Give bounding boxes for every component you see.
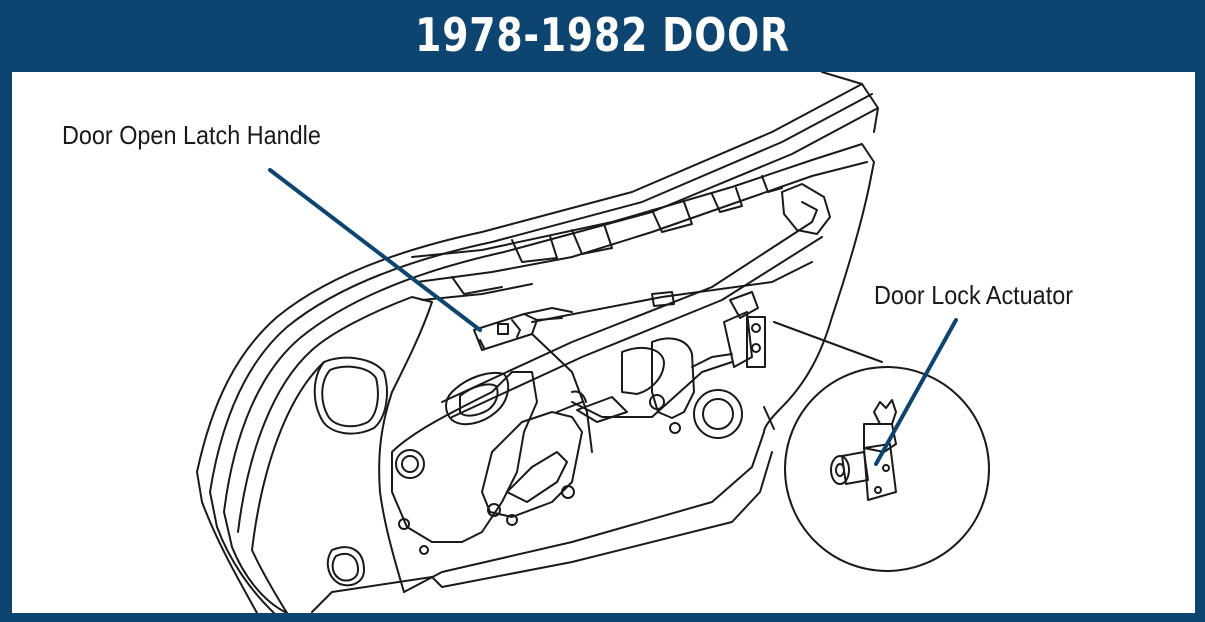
glass-guide-rails — [441, 221, 823, 418]
title-bar: 1978-1982 DOOR — [0, 0, 1205, 70]
inner-panel — [251, 181, 871, 613]
actuator-closeup — [830, 399, 897, 501]
outside-handle-lever — [481, 411, 583, 526]
magnifier-circle — [784, 366, 990, 572]
callout-door-open-latch-handle: Door Open Latch Handle — [62, 120, 321, 150]
callout-door-lock-actuator: Door Lock Actuator — [874, 280, 1074, 310]
regulator-plate — [391, 371, 538, 555]
upper-rail — [411, 143, 875, 301]
magnifier-leader — [763, 321, 883, 430]
leader-lock-actuator — [874, 318, 958, 466]
leader-latch-handle — [268, 168, 482, 332]
diagram-panel: Door Open Latch Handle Door Lock Actuato… — [12, 72, 1195, 613]
door-shell-outline — [196, 72, 879, 613]
lock-actuator-mount — [691, 183, 831, 368]
latch-handle-assembly — [473, 307, 573, 351]
door-illustration — [196, 72, 990, 613]
latch-body — [649, 337, 743, 439]
lock-linkages — [531, 333, 733, 453]
armrest-recess — [313, 356, 388, 435]
lower-pocket — [326, 546, 365, 587]
page-title: 1978-1982 DOOR — [415, 8, 790, 62]
